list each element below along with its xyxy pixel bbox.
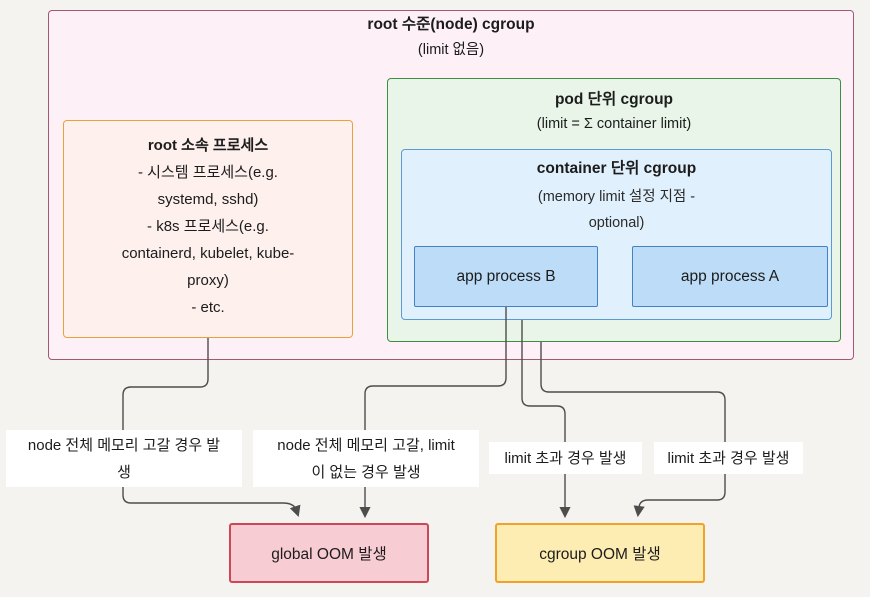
root-cgroup-subtitle: (limit 없음) [417,42,485,58]
edge-label-global-from-root: node 전체 메모리 고갈 경우 발 생 [6,430,242,487]
pod-cgroup-title: pod 단위 cgroup [554,91,674,108]
global-oom-label: global OOM 발생 [271,546,387,563]
root-processes-line: - etc. [191,299,225,316]
app-process-a-label: app process A [680,267,780,285]
container-cgroup-subtitle-line: optional) [588,215,645,231]
root-processes-line: systemd, sshd) [157,191,259,208]
root-processes-line: - 시스템 프로세스(e.g. [138,164,278,181]
container-cgroup-title: container 단위 cgroup [536,160,697,177]
cgroup-oom-box: cgroup OOM 발생 [495,523,705,583]
edge-pod-to-cgroupoom [540,342,726,518]
root-processes-line: proxy) [187,272,229,289]
root-processes-box: root 소속 프로세스 - 시스템 프로세스(e.g. systemd, ss… [63,120,353,338]
root-processes-line: - k8s 프로세스(e.g. [147,218,269,235]
edge-label-global-from-app: node 전체 메모리 고갈, limit 이 없는 경우 발생 [253,430,479,487]
pod-cgroup-subtitle: (limit = Σ container limit) [536,116,692,132]
global-oom-box: global OOM 발생 [229,523,429,583]
edge-label-line: node 전체 메모리 고갈 경우 발 [27,436,221,454]
edge-label-line: 생 [117,463,131,481]
root-processes-title: root 소속 프로세스 [147,137,269,154]
edge-rootprocs-to-globaloom [122,338,301,517]
app-process-a-box: app process A [632,246,828,307]
edge-label-limit-exceeded-1: limit 초과 경우 발생 [489,442,642,474]
edge-label-line: node 전체 메모리 고갈, limit [277,436,455,454]
root-processes-line: containerd, kubelet, kube- [121,245,295,262]
app-process-b-box: app process B [414,246,598,307]
app-process-b-label: app process B [456,267,556,285]
root-cgroup-title: root 수준(node) cgroup [367,16,535,33]
edge-label-limit-exceeded-2: limit 초과 경우 발생 [654,442,803,474]
container-cgroup-subtitle-line: (memory limit 설정 지점 - [537,189,696,205]
cgroup-oom-label: cgroup OOM 발생 [539,546,661,563]
edge-label-line: 이 없는 경우 발생 [311,463,421,481]
